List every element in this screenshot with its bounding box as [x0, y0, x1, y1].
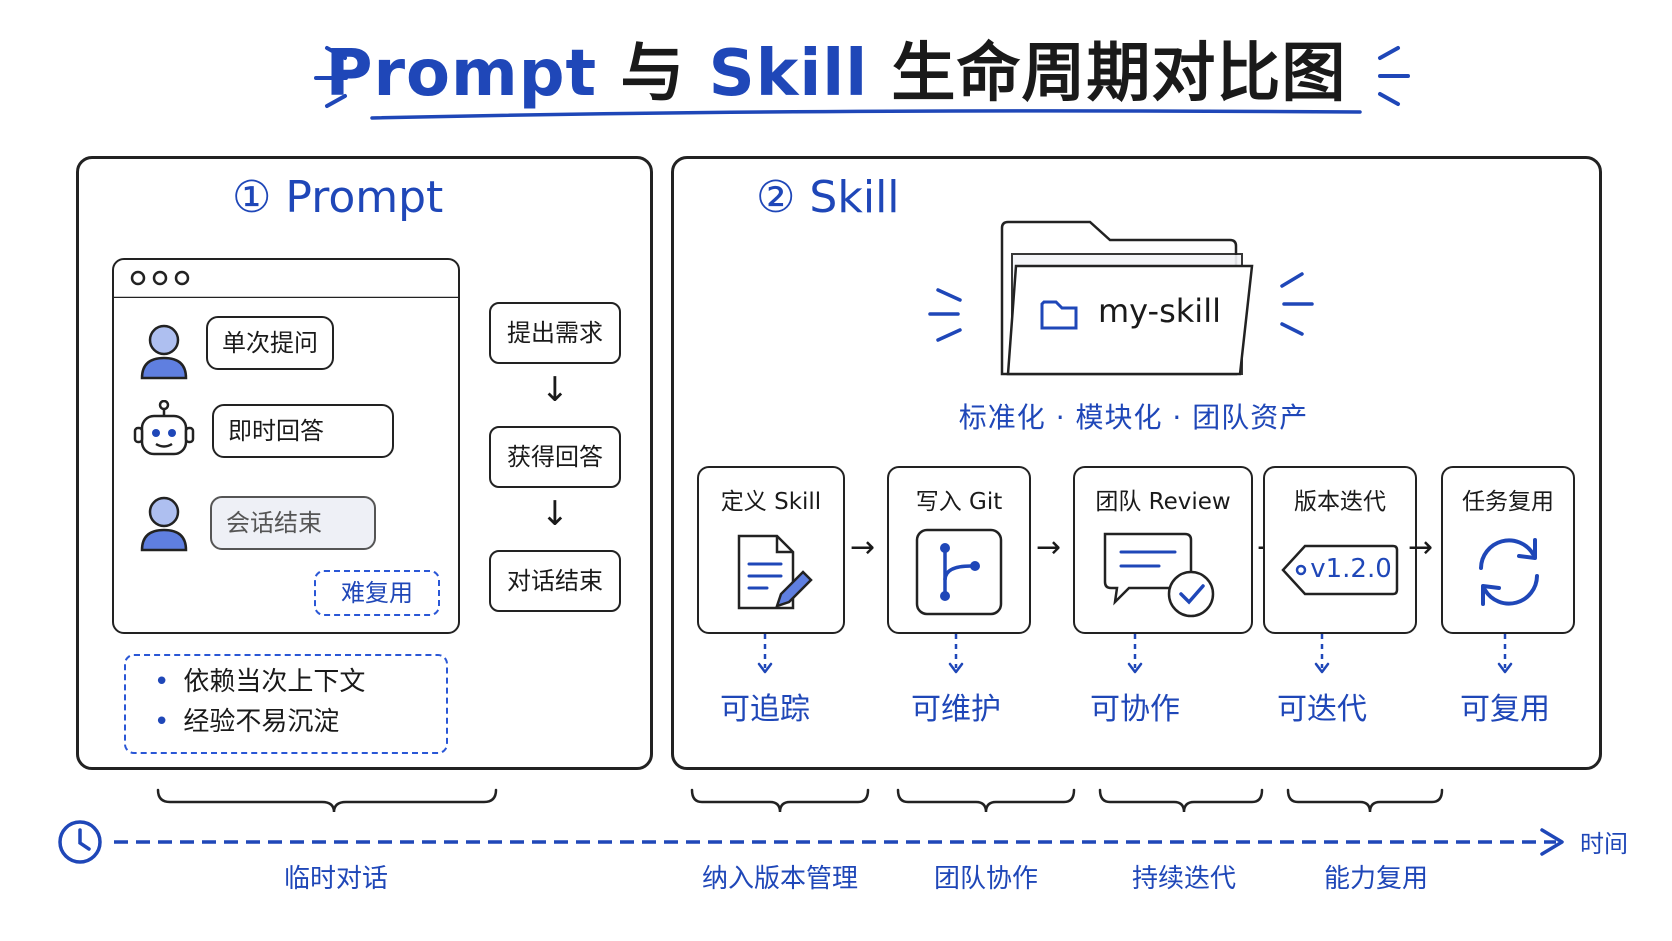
step-version-iterate: 版本迭代 v1.2.0: [1263, 466, 1417, 634]
property-iterable: 可迭代: [1277, 692, 1367, 727]
property-collaborative: 可协作: [1090, 692, 1180, 727]
property-trackable: 可追踪: [720, 692, 810, 727]
timeline-capability-reuse: 能力复用: [1323, 864, 1428, 894]
version-tag-icon: [1281, 544, 1399, 596]
step-team-review: 团队 Review: [1073, 466, 1253, 634]
skill-attributes: 标准化 · 模块化 · 团队资产: [958, 401, 1309, 434]
user-avatar-icon: [140, 324, 188, 380]
right-arrow-icon: →: [1036, 530, 1062, 565]
step-define-skill: 定义 Skill: [697, 466, 845, 634]
property-reusable: 可复用: [1460, 692, 1550, 727]
step-task-reuse: 任务复用: [1441, 466, 1575, 634]
timeline-version-control: 纳入版本管理: [701, 864, 858, 894]
folder-icon: [928, 220, 1314, 376]
refresh-icon: [1479, 538, 1539, 606]
timeline-continuous-iteration: 持续迭代: [1131, 864, 1236, 894]
note-item: 经验不易沉淀: [154, 702, 365, 742]
prompt-notes-box: [124, 654, 448, 754]
robot-avatar-icon: [133, 400, 195, 456]
title-decoration: [314, 46, 1410, 120]
chat-bubble-question: 单次提问: [206, 316, 334, 370]
prompt-panel-title: ① Prompt: [232, 172, 444, 223]
skill-panel-title: ② Skill: [756, 172, 900, 223]
property-maintainable: 可维护: [911, 692, 1001, 727]
chat-bubble-end: 会话结束: [210, 496, 376, 550]
right-arrow-icon: →: [1408, 530, 1434, 565]
page-title: Prompt 与 Skill 生命周期对比图: [325, 37, 1347, 111]
step-property-arrows: [757, 634, 1513, 674]
prompt-notes: 依赖当次上下文 经验不易沉淀: [154, 662, 365, 742]
down-arrow-icon: ↓: [540, 370, 570, 410]
right-arrow-icon: →: [850, 530, 876, 565]
timeline-temporary-chat: 临时对话: [283, 864, 388, 894]
chat-window: [112, 258, 460, 634]
timeline: [58, 788, 1564, 864]
flow-step-answer: 获得回答: [489, 426, 621, 488]
version-number: v1.2.0: [1310, 554, 1392, 584]
git-branch-icon: [915, 528, 1003, 616]
folder-name: my-skill: [1098, 292, 1221, 330]
chat-bubble-answer: 即时回答: [212, 404, 394, 458]
flow-step-request: 提出需求: [489, 302, 621, 364]
note-item: 依赖当次上下文: [154, 662, 365, 702]
time-axis-label: 时间: [1580, 830, 1628, 858]
user-avatar-icon: [140, 496, 188, 552]
flow-step-end: 对话结束: [489, 550, 621, 612]
timeline-team-collab: 团队协作: [933, 864, 1038, 894]
step-git: 写入 Git: [887, 466, 1031, 634]
down-arrow-icon: ↓: [540, 494, 570, 534]
hard-to-reuse-tag: 难复用: [314, 570, 440, 616]
review-check-icon: [1103, 532, 1215, 618]
window-titlebar: [114, 270, 458, 298]
document-edit-icon: [737, 534, 813, 610]
